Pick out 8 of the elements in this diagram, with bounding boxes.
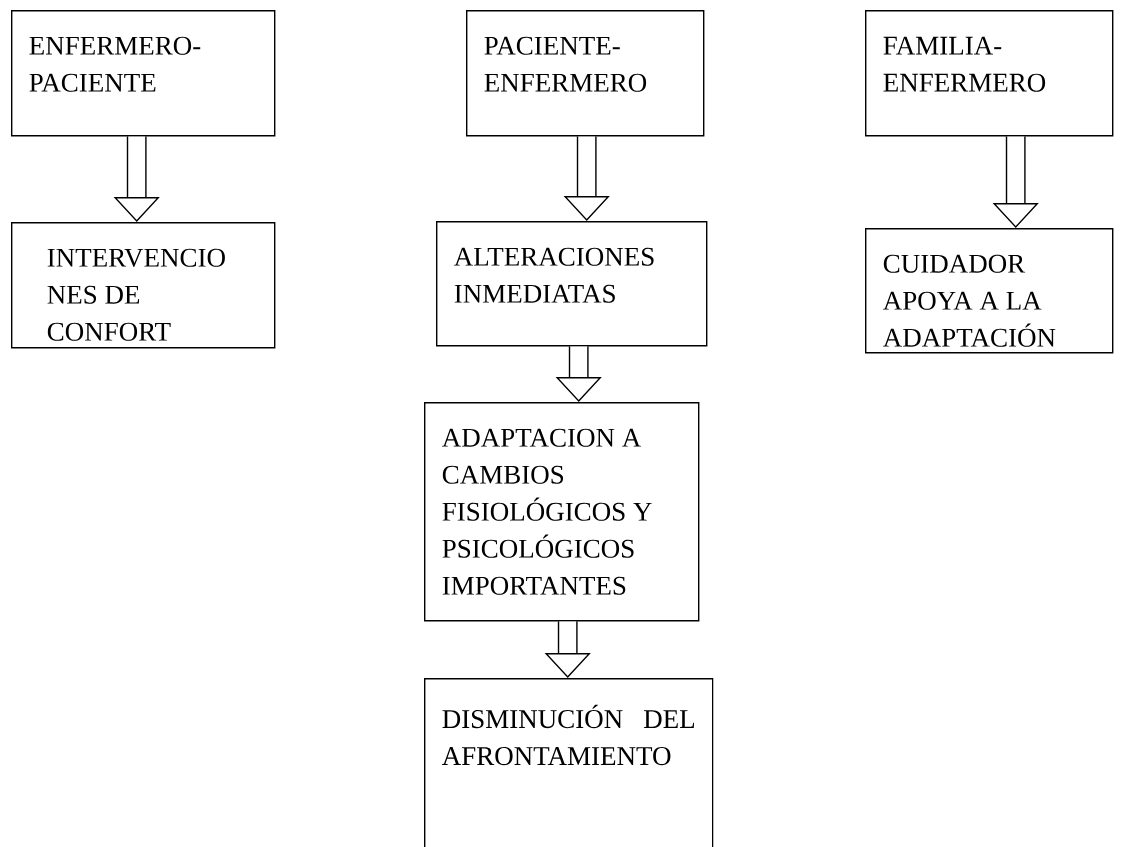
process-box: ENFERMERO-PACIENTE <box>11 10 276 137</box>
process-box: CUIDADOR APOYA A LA ADAPTACIÓN <box>865 228 1114 354</box>
process-box: DISMINUCIÓN DEL AFRONTAMIENTO <box>424 678 714 847</box>
process-box: PACIENTE-ENFERMERO <box>466 10 705 137</box>
process-box: FAMILIA-ENFERMERO <box>865 10 1114 137</box>
process-box: ALTERACIONES INMEDIATAS <box>436 221 708 347</box>
process-box: ADAPTACION A CAMBIOS FISIOLÓGICOS Y PSICOLÓGICOS IMPORTANTES <box>424 402 700 622</box>
process-box: INTERVENCIO NES DE CONFORT <box>11 222 276 349</box>
